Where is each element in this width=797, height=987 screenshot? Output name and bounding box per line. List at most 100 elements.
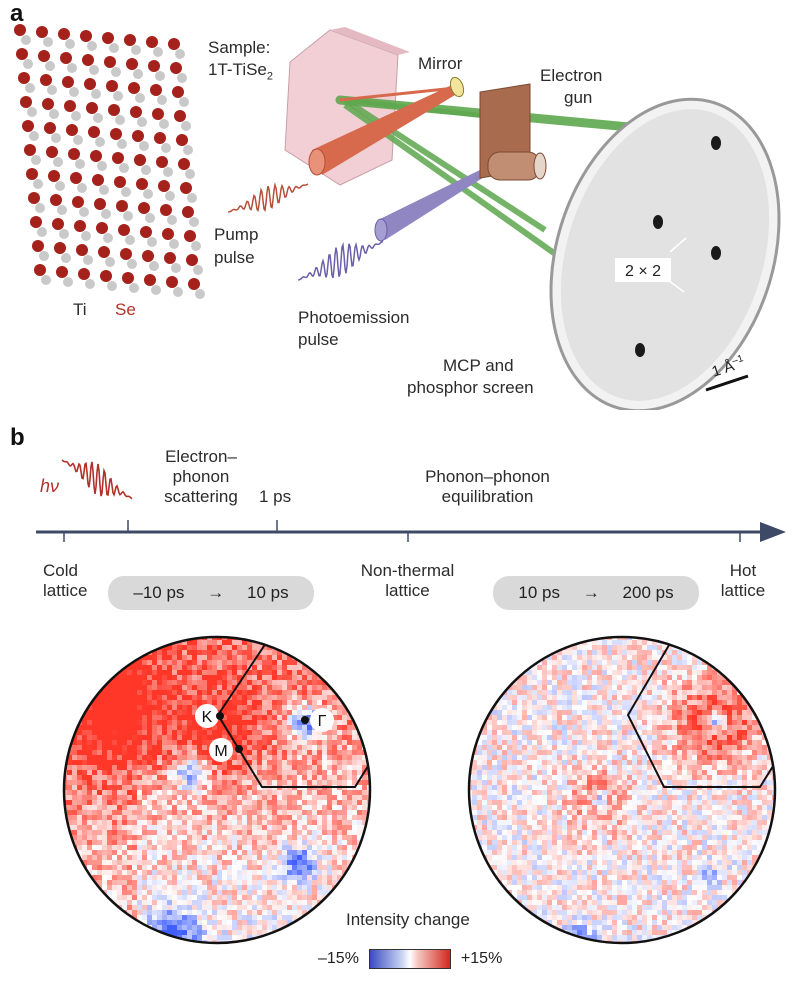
map-pixel — [227, 650, 232, 655]
se-atom — [148, 60, 160, 72]
map-pixel — [342, 660, 347, 665]
map-pixel — [122, 815, 127, 820]
map-pixel — [222, 670, 227, 675]
map-pixel — [127, 900, 132, 905]
map-pixel — [342, 650, 347, 655]
map-pixel — [252, 820, 257, 825]
map-pixel — [237, 670, 242, 675]
map-pixel — [72, 640, 77, 645]
map-pixel — [517, 855, 522, 860]
map-pixel — [492, 745, 497, 750]
map-pixel — [227, 865, 232, 870]
map-pixel — [212, 730, 217, 735]
se-atom — [84, 78, 96, 90]
map-pixel — [137, 700, 142, 705]
map-pixel — [102, 640, 107, 645]
map-pixel — [507, 690, 512, 695]
map-pixel — [172, 760, 177, 765]
map-pixel — [277, 775, 282, 780]
map-pixel — [122, 870, 127, 875]
map-pixel — [222, 825, 227, 830]
map-pixel — [107, 865, 112, 870]
map-pixel — [267, 915, 272, 920]
map-pixel — [352, 755, 357, 760]
map-pixel — [277, 845, 282, 850]
map-pixel — [302, 637, 307, 640]
map-pixel — [267, 890, 272, 895]
map-pixel — [327, 780, 332, 785]
map-pixel — [472, 720, 477, 725]
map-pixel — [317, 850, 322, 855]
map-pixel — [207, 755, 212, 760]
map-pixel — [337, 875, 342, 880]
map-pixel — [322, 765, 327, 770]
map-pixel — [512, 770, 517, 775]
map-pixel — [207, 920, 212, 925]
map-pixel — [217, 930, 222, 935]
map-pixel — [64, 830, 67, 835]
map-pixel — [312, 810, 317, 815]
map-pixel — [247, 750, 252, 755]
map-pixel — [177, 750, 182, 755]
map-pixel — [477, 665, 482, 670]
map-pixel — [97, 750, 102, 755]
map-pixel — [122, 905, 127, 910]
map-pixel — [162, 725, 167, 730]
map-pixel — [367, 850, 370, 855]
map-pixel — [192, 865, 197, 870]
map-pixel — [302, 680, 307, 685]
map-pixel — [197, 800, 202, 805]
map-pixel — [512, 637, 517, 640]
map-pixel — [522, 900, 527, 905]
map-pixel — [347, 745, 352, 750]
map-pixel — [142, 637, 147, 640]
map-pixel — [222, 685, 227, 690]
map-pixel — [172, 855, 177, 860]
map-pixel — [152, 765, 157, 770]
map-pixel — [157, 755, 162, 760]
map-pixel — [367, 700, 370, 705]
map-pixel — [162, 910, 167, 915]
map-pixel — [227, 855, 232, 860]
se-atom — [54, 242, 66, 254]
map-pixel — [532, 785, 537, 790]
map-pixel — [252, 660, 257, 665]
map-pixel — [257, 840, 262, 845]
map-pixel — [272, 790, 277, 795]
map-pixel — [522, 755, 527, 760]
map-pixel — [262, 920, 267, 925]
map-pixel — [122, 925, 127, 930]
map-pixel — [157, 775, 162, 780]
map-pixel — [207, 800, 212, 805]
map-pixel — [257, 895, 262, 900]
map-pixel — [202, 775, 207, 780]
map-pixel — [97, 720, 102, 725]
map-pixel — [472, 705, 477, 710]
map-pixel — [247, 915, 252, 920]
map-pixel — [82, 895, 87, 900]
map-pixel — [477, 660, 482, 665]
ti-atom — [97, 161, 107, 171]
map-pixel — [122, 935, 127, 940]
map-pixel — [267, 650, 272, 655]
map-pixel — [172, 725, 177, 730]
map-pixel — [82, 690, 87, 695]
map-pixel — [97, 735, 102, 740]
map-pixel — [182, 640, 187, 645]
map-pixel — [362, 735, 367, 740]
map-pixel — [132, 670, 137, 675]
map-pixel — [507, 750, 512, 755]
map-pixel — [67, 680, 72, 685]
map-pixel — [477, 670, 482, 675]
map-pixel — [507, 645, 512, 650]
map-pixel — [167, 880, 172, 885]
map-pixel — [272, 810, 277, 815]
map-pixel — [287, 915, 292, 920]
map-pixel — [222, 805, 227, 810]
map-pixel — [162, 785, 167, 790]
map-pixel — [247, 780, 252, 785]
map-pixel — [177, 760, 182, 765]
map-pixel — [332, 820, 337, 825]
map-pixel — [327, 790, 332, 795]
map-pixel — [522, 775, 527, 780]
